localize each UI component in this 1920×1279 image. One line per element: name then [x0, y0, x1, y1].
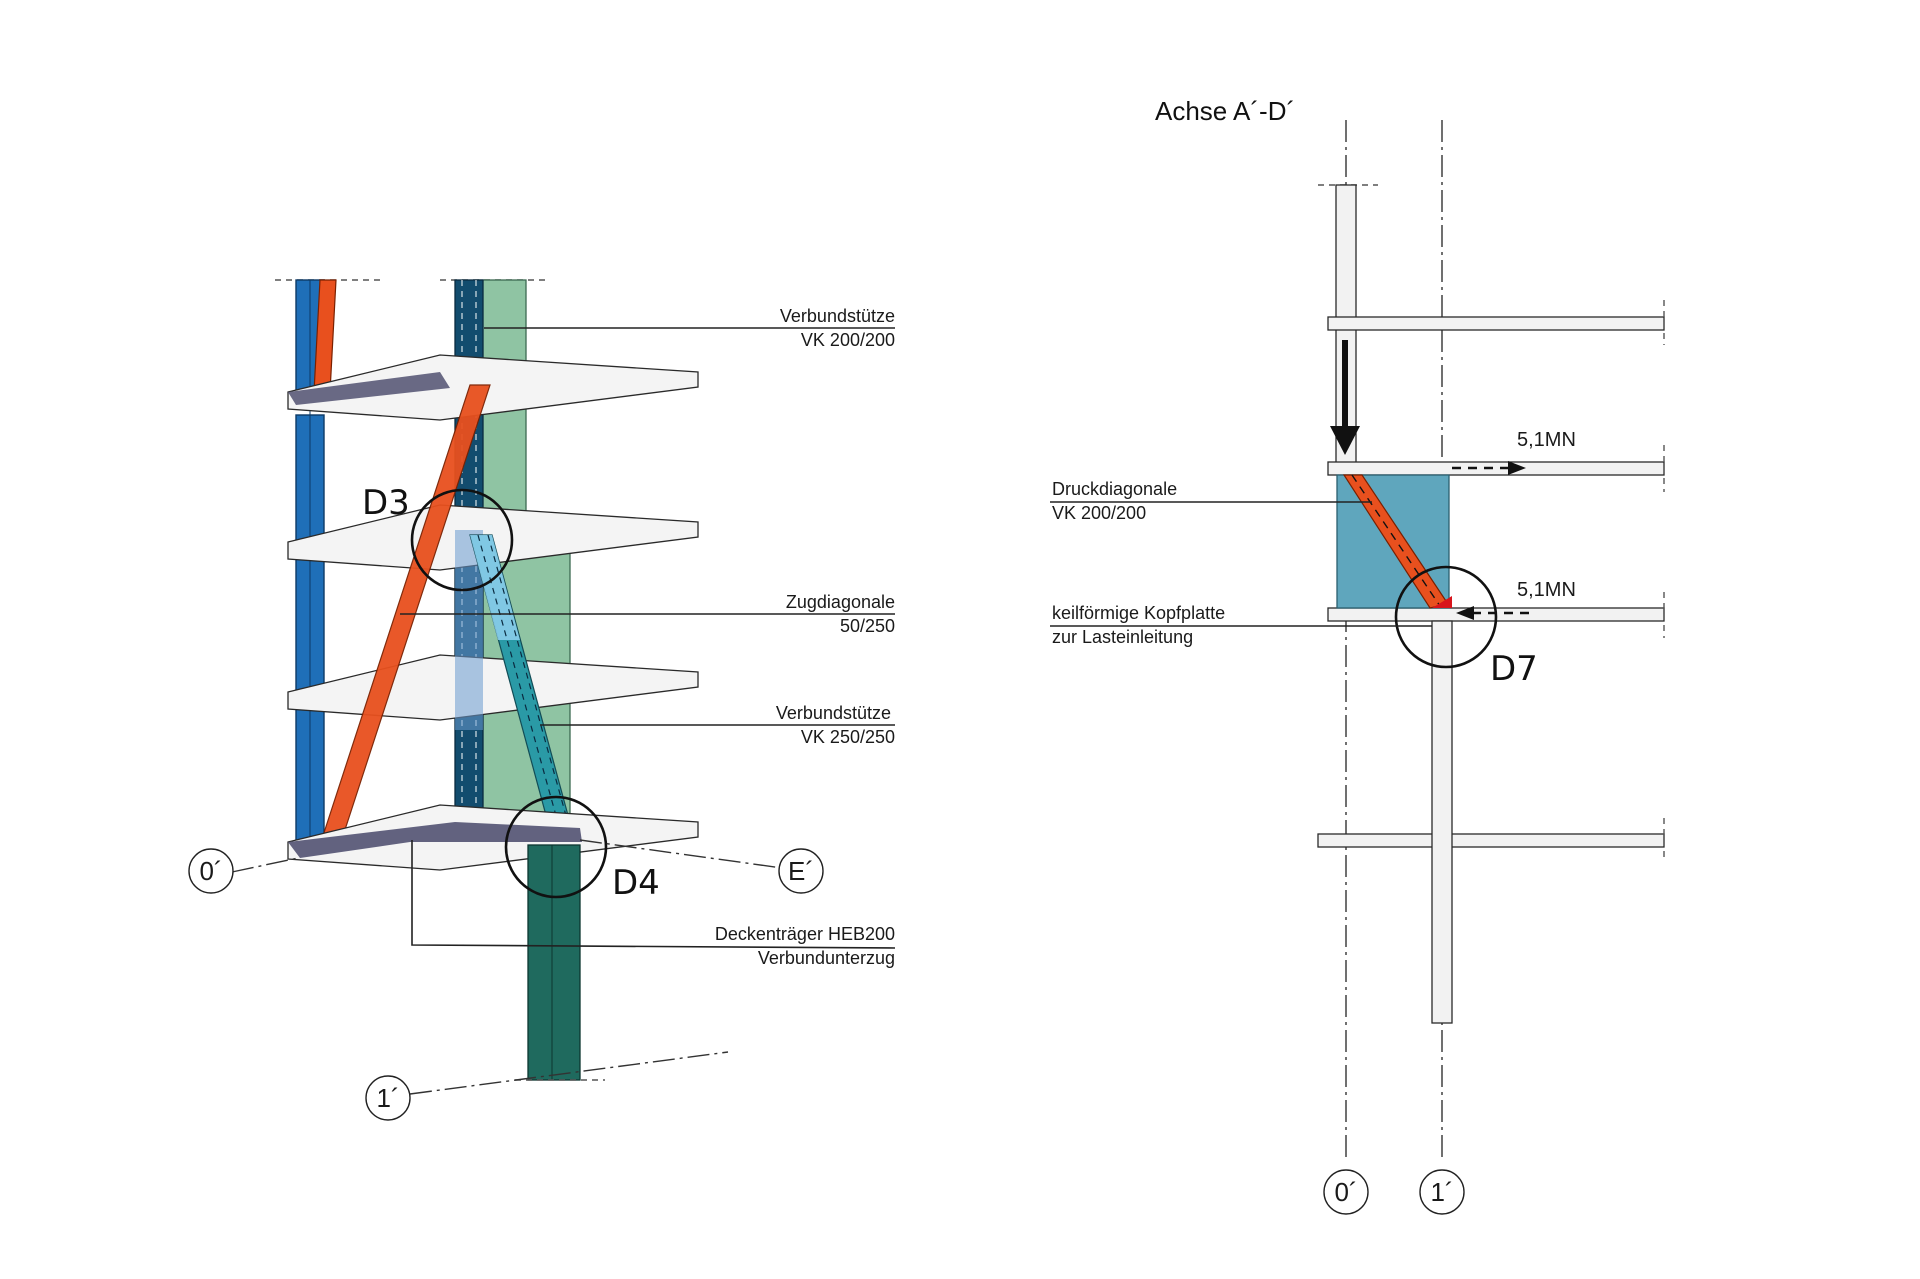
label-druck-spec: VK 200/200 — [1052, 503, 1146, 523]
axis-marker-e: E´ — [778, 848, 824, 894]
load-down-arrow — [1330, 340, 1360, 455]
beam-slab-1 — [288, 372, 450, 405]
floor-slab-3 — [287, 654, 699, 721]
label-zugdiagonale-spec: 50/250 — [840, 616, 895, 636]
axis-line-0 — [231, 857, 299, 873]
label-kopf-name: keilförmige Kopfplatte — [1052, 603, 1225, 623]
label-verbundstuetze-1-spec: VK 200/200 — [801, 330, 895, 350]
axis-line-e — [579, 839, 783, 869]
axis-label-1: 1´ — [376, 1083, 399, 1113]
floor-beam-2 — [1327, 461, 1665, 476]
compression-diagonal-dash — [1351, 474, 1441, 607]
teal-diagonal-dash-a — [477, 534, 561, 831]
force-label-upper: 5,1MN — [1517, 429, 1576, 451]
force-arrow-lower: 5,1MN — [1456, 579, 1576, 620]
axis-line-1 — [409, 1051, 729, 1095]
detail-circle-d4 — [504, 795, 608, 899]
dark-green-column — [527, 844, 581, 1081]
elevation-title: Achse A´-D´ — [1155, 96, 1295, 126]
axis-label-right-1: 1´ — [1430, 1177, 1453, 1207]
lower-column — [1431, 620, 1453, 1024]
axis-marker-0: 0´ — [188, 848, 234, 894]
label-verbundstuetze-1-name: Verbundstütze — [780, 306, 895, 326]
floor-slab-1 — [287, 354, 699, 421]
detail-circle-d3 — [410, 488, 514, 592]
label-verbundstuetze-2-spec: VK 250/250 — [801, 727, 895, 747]
label-decke-name: Deckenträger HEB200 — [715, 924, 895, 944]
leader-decke — [411, 840, 896, 949]
force-label-lower: 5,1MN — [1517, 579, 1576, 601]
axis-marker-1: 1´ — [365, 1075, 411, 1121]
label-verbundstuetze-2-name: Verbundstütze — [776, 703, 891, 723]
floor-beam-1 — [1327, 316, 1665, 331]
teal-diagonal-dash-b — [487, 534, 571, 831]
axis-label-e: E´ — [788, 856, 814, 886]
axis-marker-right-1: 1´ — [1419, 1169, 1465, 1215]
axis-marker-right-0: 0´ — [1323, 1169, 1369, 1215]
detail-label-d4: D4 — [612, 863, 660, 903]
label-kopf-spec: zur Lasteinleitung — [1052, 627, 1193, 647]
label-druck-name: Druckdiagonale — [1052, 479, 1177, 499]
axis-label-0: 0´ — [199, 856, 222, 886]
detail-label-d3: D3 — [362, 483, 410, 523]
floor-beam-4 — [1317, 833, 1665, 848]
detail-label-d7: D7 — [1490, 649, 1538, 689]
detail-circle-d7 — [1394, 565, 1498, 669]
left-isometric-view: D3 D4 0´ E´ 1´ Verbundstütze VK 200/200 … — [188, 279, 896, 1121]
force-arrow-upper: 5,1MN — [1452, 429, 1576, 475]
right-elevation-view: Achse A´-D´ — [1050, 96, 1665, 1215]
kopfplatte-wedge — [1432, 596, 1452, 608]
axis-label-right-0: 0´ — [1334, 1177, 1357, 1207]
label-zugdiagonale-name: Zugdiagonale — [786, 592, 895, 612]
label-decke-spec: Verbundunterzug — [758, 948, 895, 968]
